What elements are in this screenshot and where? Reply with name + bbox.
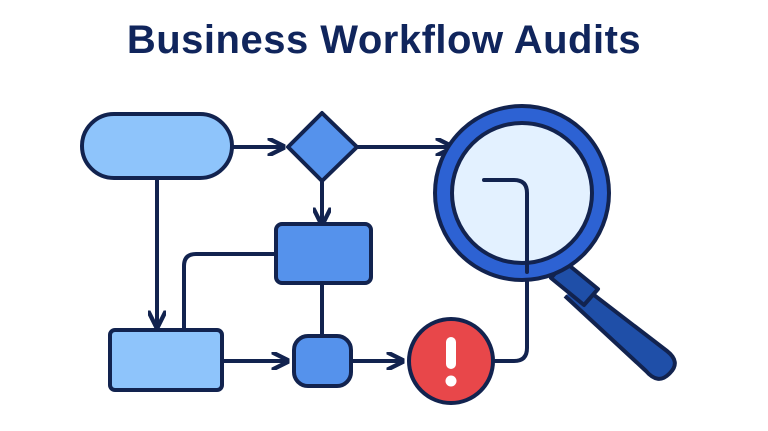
alert-node [407,317,495,405]
magnifier-lens [450,121,594,265]
connector-alert-to-magnifier [493,278,529,363]
start-terminator-node [80,112,234,180]
page-title: Business Workflow Audits [126,18,642,62]
lower-process-node [108,328,224,392]
magnifying-glass-icon [433,104,677,381]
process-node [274,222,373,285]
lens-connector [482,178,529,274]
exclamation-icon [445,337,457,387]
connectors [157,147,529,363]
connector-process-loop [182,252,278,330]
magnifier-handle [563,283,677,381]
small-process-node [292,334,353,388]
decision-diamond-node [286,111,359,183]
